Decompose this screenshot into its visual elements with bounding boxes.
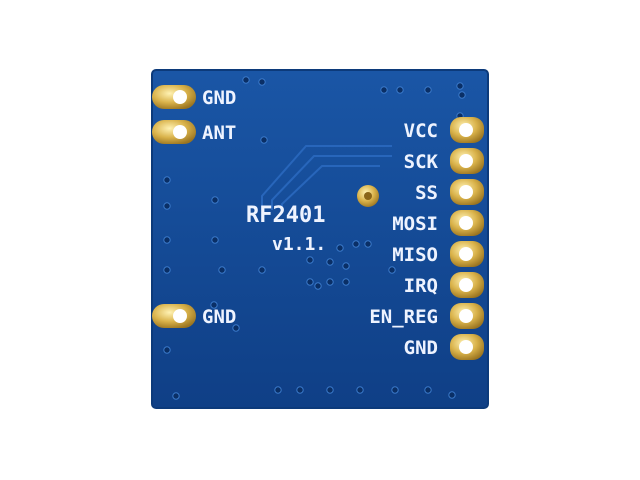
via-26 bbox=[326, 258, 334, 266]
via-20 bbox=[424, 86, 432, 94]
via-34 bbox=[388, 266, 396, 274]
pcb-board bbox=[151, 69, 489, 409]
right-pin-hole bbox=[459, 278, 473, 292]
left-pad-hole bbox=[173, 90, 187, 104]
right-pin-hole bbox=[459, 123, 473, 137]
version-label: v1.1. bbox=[272, 234, 326, 255]
right-pin-label: SCK bbox=[404, 151, 439, 173]
right-pin-5: MISO bbox=[392, 241, 484, 267]
left-pad-1: GND bbox=[152, 85, 236, 109]
right-pin-6: IRQ bbox=[404, 272, 484, 298]
right-pin-7: EN_REG bbox=[369, 303, 484, 329]
right-pin-hole bbox=[459, 154, 473, 168]
via-0 bbox=[163, 176, 171, 184]
via-29 bbox=[326, 278, 334, 286]
right-pin-hole bbox=[459, 247, 473, 261]
via-19 bbox=[396, 86, 404, 94]
via-18 bbox=[380, 86, 388, 94]
pcb-traces bbox=[261, 145, 392, 210]
right-pin-hole bbox=[459, 185, 473, 199]
via-36 bbox=[448, 391, 456, 399]
right-pin-label: MISO bbox=[392, 244, 438, 266]
via-27 bbox=[342, 262, 350, 270]
via-1 bbox=[163, 202, 171, 210]
right-pin-1: VCC bbox=[404, 117, 484, 143]
via-14 bbox=[391, 386, 399, 394]
right-pin-group: VCC SCK SS MOSI MISO IRQ EN_REG GND bbox=[369, 117, 484, 360]
left-pad-2: ANT bbox=[152, 120, 236, 144]
right-pin-label: IRQ bbox=[404, 275, 438, 297]
right-pin-8: GND bbox=[404, 334, 484, 360]
right-pin-hole bbox=[459, 309, 473, 323]
right-pin-label: EN_REG bbox=[369, 306, 438, 328]
right-pin-label: VCC bbox=[404, 120, 438, 142]
right-pin-label: GND bbox=[404, 337, 438, 359]
left-pad-label: GND bbox=[202, 87, 236, 109]
via-33 bbox=[336, 244, 344, 252]
center-test-pad-hole bbox=[364, 192, 372, 200]
via-2 bbox=[163, 236, 171, 244]
via-16 bbox=[242, 76, 250, 84]
right-pin-2: SCK bbox=[404, 148, 484, 174]
via-9 bbox=[258, 266, 266, 274]
via-32 bbox=[364, 240, 372, 248]
left-pad-label: GND bbox=[202, 306, 236, 328]
vias bbox=[163, 76, 466, 400]
via-30 bbox=[342, 278, 350, 286]
via-10 bbox=[274, 386, 282, 394]
right-pin-hole bbox=[459, 340, 473, 354]
via-31 bbox=[352, 240, 360, 248]
via-22 bbox=[458, 91, 466, 99]
via-4 bbox=[163, 346, 171, 354]
via-12 bbox=[326, 386, 334, 394]
right-pin-label: MOSI bbox=[392, 213, 438, 235]
via-6 bbox=[211, 236, 219, 244]
via-11 bbox=[296, 386, 304, 394]
via-3 bbox=[163, 266, 171, 274]
via-13 bbox=[356, 386, 364, 394]
right-pin-3: SS bbox=[415, 179, 484, 205]
left-pad-label: ANT bbox=[202, 122, 236, 144]
via-7 bbox=[218, 266, 226, 274]
via-37 bbox=[172, 392, 180, 400]
via-28 bbox=[306, 278, 314, 286]
via-5 bbox=[211, 196, 219, 204]
left-pad-hole bbox=[173, 309, 187, 323]
via-35 bbox=[314, 282, 322, 290]
via-21 bbox=[456, 82, 464, 90]
via-15 bbox=[424, 386, 432, 394]
model-label: RF2401 bbox=[246, 203, 325, 228]
via-17 bbox=[258, 78, 266, 86]
via-25 bbox=[306, 256, 314, 264]
via-24 bbox=[232, 324, 240, 332]
right-pin-label: SS bbox=[415, 182, 438, 204]
via-23 bbox=[210, 301, 218, 309]
left-pad-hole bbox=[173, 125, 187, 139]
right-pin-4: MOSI bbox=[392, 210, 484, 236]
right-pin-hole bbox=[459, 216, 473, 230]
left-pad-group: GND ANT GND bbox=[152, 85, 236, 328]
via-8 bbox=[260, 136, 268, 144]
left-pad-3: GND bbox=[152, 304, 236, 328]
